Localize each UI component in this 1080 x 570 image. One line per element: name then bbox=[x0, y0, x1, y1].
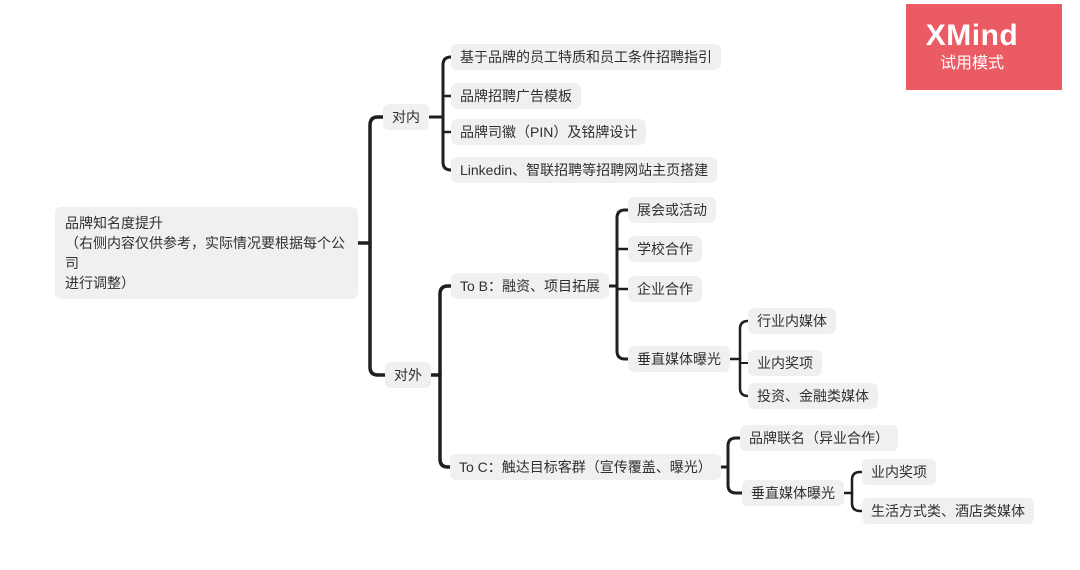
topic-brand-collab[interactable]: 品牌联名（异业合作） bbox=[740, 425, 898, 451]
topic-job-site-homepage[interactable]: Linkedin、智联招聘等招聘网站主页搭建 bbox=[451, 157, 718, 183]
topic-finance-media[interactable]: 投资、金融类媒体 bbox=[748, 383, 878, 409]
topic-exhibitions-events[interactable]: 展会或活动 bbox=[628, 197, 716, 223]
topic-vertical-media-c[interactable]: 垂直媒体曝光 bbox=[742, 480, 844, 506]
topic-vertical-media-b[interactable]: 垂直媒体曝光 bbox=[628, 346, 730, 372]
topic-root-brand-awareness[interactable]: 品牌知名度提升 （右侧内容仅供参考，实际情况要根据每个公司 进行调整） bbox=[55, 207, 358, 299]
topic-internal[interactable]: 对内 bbox=[383, 104, 429, 130]
topic-school-cooperation[interactable]: 学校合作 bbox=[628, 236, 702, 262]
topic-enterprise-cooperation[interactable]: 企业合作 bbox=[628, 276, 702, 302]
topic-recruit-ad-template[interactable]: 品牌招聘广告模板 bbox=[451, 83, 581, 109]
topic-lifestyle-hotel-media[interactable]: 生活方式类、酒店类媒体 bbox=[862, 498, 1034, 524]
branch-root bbox=[356, 115, 387, 377]
topic-recruit-guideline[interactable]: 基于品牌的员工特质和员工条件招聘指引 bbox=[451, 44, 721, 70]
topic-to-b[interactable]: To B：融资、项目拓展 bbox=[451, 273, 610, 299]
topic-industry-media[interactable]: 行业内媒体 bbox=[748, 308, 836, 334]
branch-internal bbox=[427, 55, 453, 172]
xmind-logo-text: XMind bbox=[925, 19, 1019, 52]
trial-mode-label: 试用模式 bbox=[939, 55, 1004, 72]
topic-industry-awards-c[interactable]: 业内奖项 bbox=[862, 459, 936, 485]
xmind-trial-badge[interactable]: XMind 试用模式 bbox=[906, 4, 1062, 90]
topic-to-c[interactable]: To C：触达目标客群（宣传覆盖、曝光） bbox=[450, 454, 721, 480]
topic-brand-pin-design[interactable]: 品牌司徽（PIN）及铭牌设计 bbox=[451, 119, 647, 145]
topic-external[interactable]: 对外 bbox=[385, 362, 431, 388]
topic-industry-awards-b[interactable]: 业内奖项 bbox=[748, 350, 822, 376]
